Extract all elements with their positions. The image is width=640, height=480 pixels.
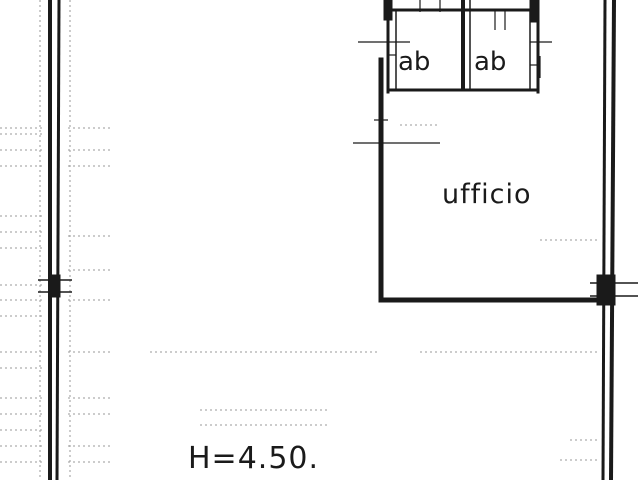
right-wall — [601, 0, 616, 480]
ceiling-height-label: H=4.50. — [188, 441, 319, 476]
office-walls — [378, 0, 603, 303]
hatch-pattern — [0, 0, 600, 480]
construction-lines — [353, 0, 552, 144]
bathroom-label-right: ab — [474, 47, 506, 77]
bathroom-label-left: ab — [398, 47, 430, 77]
left-column — [38, 274, 72, 298]
left-wall — [48, 0, 61, 480]
office-label: ufficio — [442, 179, 532, 210]
bathroom-walls — [383, 0, 539, 90]
